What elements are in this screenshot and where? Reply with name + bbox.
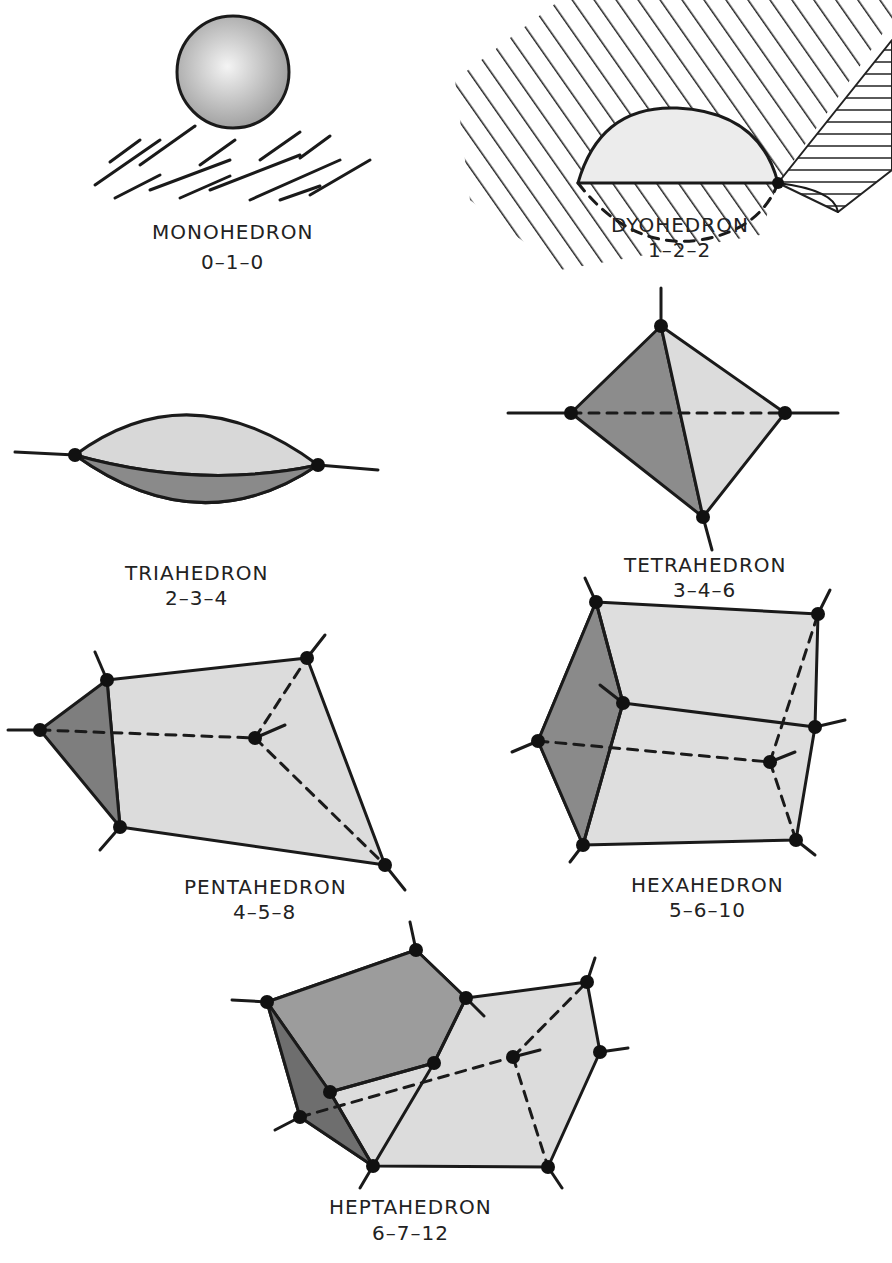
monohedron-figure	[95, 16, 370, 200]
shape-name: MONOHEDRON	[152, 221, 313, 243]
face-count: 3–4–6	[673, 579, 736, 601]
shape-name: TETRAHEDRON	[624, 554, 787, 576]
dyohedron-figure	[455, 0, 892, 270]
tetrahedron-figure	[508, 288, 838, 550]
face-count: 0–1–0	[201, 251, 264, 273]
face-count: 1–2–2	[648, 239, 711, 261]
face-count: 4–5–8	[233, 901, 296, 923]
hexahedron-figure	[512, 578, 845, 862]
triahedron-figure	[15, 415, 378, 503]
shape-name: PENTAHEDRON	[184, 876, 347, 898]
face-count: 5–6–10	[669, 899, 746, 921]
face-count: 6–7–12	[372, 1222, 449, 1244]
shape-name: DYOHEDRON	[611, 214, 749, 236]
shape-name: HEXAHEDRON	[631, 874, 784, 896]
face-count: 2–3–4	[165, 587, 228, 609]
shape-name: HEPTAHEDRON	[329, 1196, 492, 1218]
pentahedron-figure	[8, 635, 405, 890]
heptahedron-figure	[232, 922, 628, 1188]
shape-name: TRIAHEDRON	[125, 562, 268, 584]
